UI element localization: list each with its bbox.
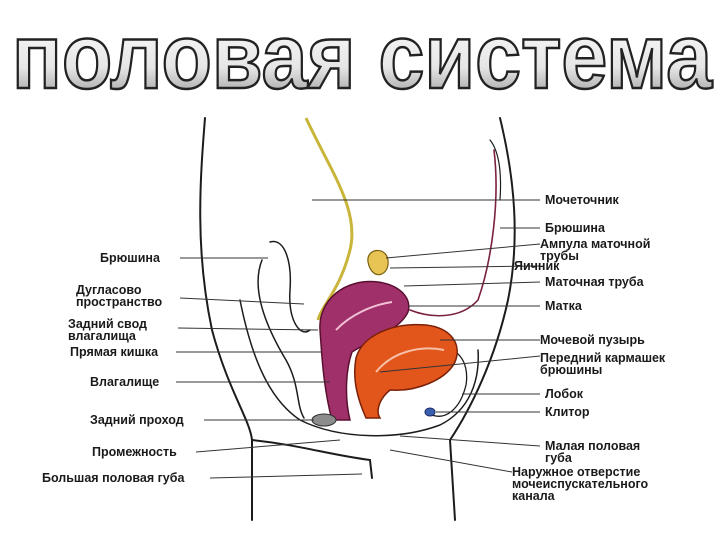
ovary bbox=[368, 250, 388, 274]
label-peritoneum-right: Брюшина bbox=[545, 222, 605, 234]
label-anterior-pouch: Передний кармашек брюшины bbox=[540, 352, 665, 376]
bladder bbox=[355, 325, 457, 418]
label-perineum: Промежность bbox=[92, 446, 177, 458]
label-douglas-space: Дугласово пространство bbox=[76, 284, 162, 308]
label-fallopian-tube: Маточная труба bbox=[545, 276, 644, 288]
peritoneum-left bbox=[258, 260, 304, 418]
label-pouch-line2: брюшины bbox=[540, 364, 665, 376]
clitoris bbox=[425, 408, 435, 416]
label-ovary: Яичник bbox=[514, 260, 559, 272]
label-posterior-fornix: Задний свод влагалища bbox=[68, 318, 147, 342]
label-labia-minora: Малая половая губа bbox=[545, 440, 640, 464]
label-ureter: Мочеточник bbox=[545, 194, 619, 206]
label-uterus: Матка bbox=[545, 300, 582, 312]
label-douglas-line2: пространство bbox=[76, 296, 162, 308]
label-anus: Задний проход bbox=[90, 414, 184, 426]
title-banner: половая система bbox=[0, 0, 720, 100]
label-pubis: Лобок bbox=[545, 388, 583, 400]
front-body-contour bbox=[450, 118, 515, 520]
label-clitoris: Клитор bbox=[545, 406, 589, 418]
label-peritoneum-left: Брюшина bbox=[100, 252, 160, 264]
peritoneum-right bbox=[410, 150, 496, 316]
label-vagina: Влагалище bbox=[90, 376, 159, 388]
page-title: половая система bbox=[12, 6, 713, 100]
anus bbox=[312, 414, 336, 426]
label-fornix-line2: влагалища bbox=[68, 330, 147, 342]
label-minora-line2: губа bbox=[545, 452, 640, 464]
label-rectum: Прямая кишка bbox=[70, 346, 158, 358]
label-labia-majora: Большая половая губа bbox=[42, 472, 184, 484]
label-orifice-line3: канала bbox=[512, 490, 648, 502]
label-bladder: Мочевой пузырь bbox=[540, 334, 645, 346]
label-urethral-orifice: Наружное отверстие мочеиспускательного к… bbox=[512, 466, 648, 502]
